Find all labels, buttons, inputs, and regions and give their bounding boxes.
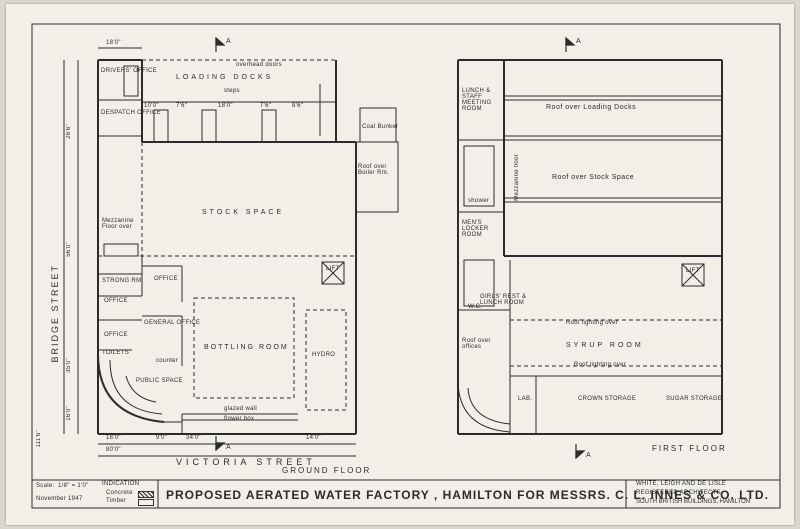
dim-left3: 35'0" bbox=[66, 358, 72, 373]
dim-d4: 7'6" bbox=[260, 103, 272, 109]
dim-top: 18'0" bbox=[106, 40, 121, 46]
drawing-title: PROPOSED AERATED WATER FACTORY , HAMILTO… bbox=[166, 488, 769, 502]
general-office-label: GENERAL OFFICE bbox=[144, 320, 201, 326]
drawing-date: November 1947 bbox=[36, 496, 83, 502]
hydro-label: HYDRO bbox=[312, 352, 336, 358]
girls-rest-label: GIRLS' REST & LUNCH ROOM bbox=[480, 294, 527, 306]
overhead-doors-label: overhead doors bbox=[236, 62, 282, 68]
office-label-2: OFFICE bbox=[104, 298, 128, 304]
flower-box-label: flower box bbox=[224, 416, 255, 422]
dim-d3: 18'0" bbox=[218, 103, 233, 109]
despatch-office-label: DESPATCH OFFICE bbox=[101, 110, 161, 116]
lunch-room-label: LUNCH & STAFF MEETING ROOM bbox=[462, 88, 492, 112]
mezzanine-floor-label: Mezzanine floor bbox=[514, 154, 520, 201]
dim-d2: 7'6" bbox=[176, 103, 188, 109]
toilets-label: TOILETS bbox=[102, 350, 129, 356]
coal-bunker-label: Coal Bunker bbox=[362, 124, 399, 130]
timber-swatch bbox=[138, 499, 154, 506]
steps-label: steps bbox=[224, 88, 240, 94]
lift-label-first: LIFT bbox=[686, 268, 700, 274]
roof-loading-label: Roof over Loading Docks bbox=[546, 104, 637, 111]
mezzanine-label: Mezzanine Floor over bbox=[102, 218, 134, 230]
roof-boiler-label: Roof over Boiler Rm. bbox=[358, 164, 390, 176]
scale-label: Scale: bbox=[36, 483, 55, 489]
section-mark-a-1: A bbox=[226, 38, 232, 45]
crown-storage-label: CROWN STORAGE bbox=[578, 396, 637, 402]
architects-role: REGISTERED ARCHITECTS bbox=[636, 490, 721, 496]
dim-left4: 16'0" bbox=[66, 406, 72, 421]
title-block-frame bbox=[31, 479, 781, 509]
sugar-storage-label: SUGAR STORAGE bbox=[666, 396, 723, 402]
ground-floor-caption: GROUND FLOOR bbox=[282, 466, 372, 475]
concrete-label: Concrete bbox=[106, 490, 133, 496]
drivers-office-label: DRIVERS' OFFICE bbox=[101, 68, 157, 74]
strong-room-label: STRONG RM. bbox=[102, 278, 144, 284]
dim-left2: 56'0" bbox=[66, 242, 72, 257]
dim-d1: 10'0" bbox=[144, 103, 159, 109]
shower-label: shower bbox=[468, 198, 490, 204]
stock-space-label: STOCK SPACE bbox=[202, 209, 285, 216]
roof-lighting-top-label: Roof lighting over bbox=[566, 320, 619, 326]
office-label-1: OFFICE bbox=[154, 276, 178, 282]
office-label-3: OFFICE bbox=[104, 332, 128, 338]
dim-b-total: 80'0" bbox=[106, 447, 121, 453]
concrete-swatch bbox=[138, 491, 154, 498]
dim-left1: 26'6" bbox=[66, 124, 72, 139]
section-mark-a-3: A bbox=[576, 38, 582, 45]
glazed-wall-label: glazed wall bbox=[224, 406, 257, 412]
dim-left-total: 111'6" bbox=[36, 430, 42, 448]
architects-name: WHITE, LEIGH AND DE LISLE bbox=[636, 481, 727, 487]
section-mark-a-4: A bbox=[586, 452, 592, 459]
lift-label-ground: LIFT bbox=[326, 266, 340, 272]
roof-lighting-bottom-label: Roof lighting over bbox=[574, 362, 627, 368]
architects-address: SOUTH BRITISH BUILDINGS, HAMILTON bbox=[636, 499, 751, 505]
mens-locker-label: MEN'S LOCKER ROOM bbox=[462, 220, 489, 238]
counter-label: counter bbox=[156, 358, 179, 364]
lab-label: LAB. bbox=[518, 396, 533, 402]
dim-b4: 14'0" bbox=[306, 435, 321, 441]
timber-label: Timber bbox=[106, 498, 127, 504]
bridge-street-label: BRIDGE STREET bbox=[50, 264, 60, 363]
roof-stock-label: Roof over Stock Space bbox=[552, 174, 635, 181]
indication-label: INDICATION bbox=[102, 481, 140, 487]
scale-value: 1/8" = 1'0" bbox=[58, 483, 89, 489]
syrup-room-label: SYRUP ROOM bbox=[566, 342, 644, 349]
public-space-label: PUBLIC SPACE bbox=[136, 378, 183, 384]
plan-linework bbox=[31, 23, 781, 509]
bottling-room-label: BOTTLING ROOM bbox=[204, 344, 289, 351]
sheet-border bbox=[31, 23, 781, 481]
ground-floor-walls bbox=[97, 59, 357, 435]
first-floor-caption: FIRST FLOOR bbox=[652, 444, 727, 453]
dim-b1: 16'0" bbox=[106, 435, 121, 441]
roof-offices-label: Roof over offices bbox=[462, 338, 491, 350]
drawing-sheet: DRIVERS' OFFICE DESPATCH OFFICE LOADING … bbox=[6, 4, 794, 525]
first-floor-walls bbox=[457, 59, 723, 435]
section-mark-a-2: A bbox=[226, 444, 232, 451]
dim-b2: 9'0" bbox=[156, 435, 168, 441]
dim-d5: 8'6" bbox=[292, 103, 304, 109]
loading-docks-label: LOADING DOCKS bbox=[176, 74, 274, 81]
victoria-street-label: VICTORIA STREET bbox=[176, 457, 316, 467]
dim-b3: 34'0" bbox=[186, 435, 201, 441]
wc-label: W.C. bbox=[468, 304, 483, 310]
